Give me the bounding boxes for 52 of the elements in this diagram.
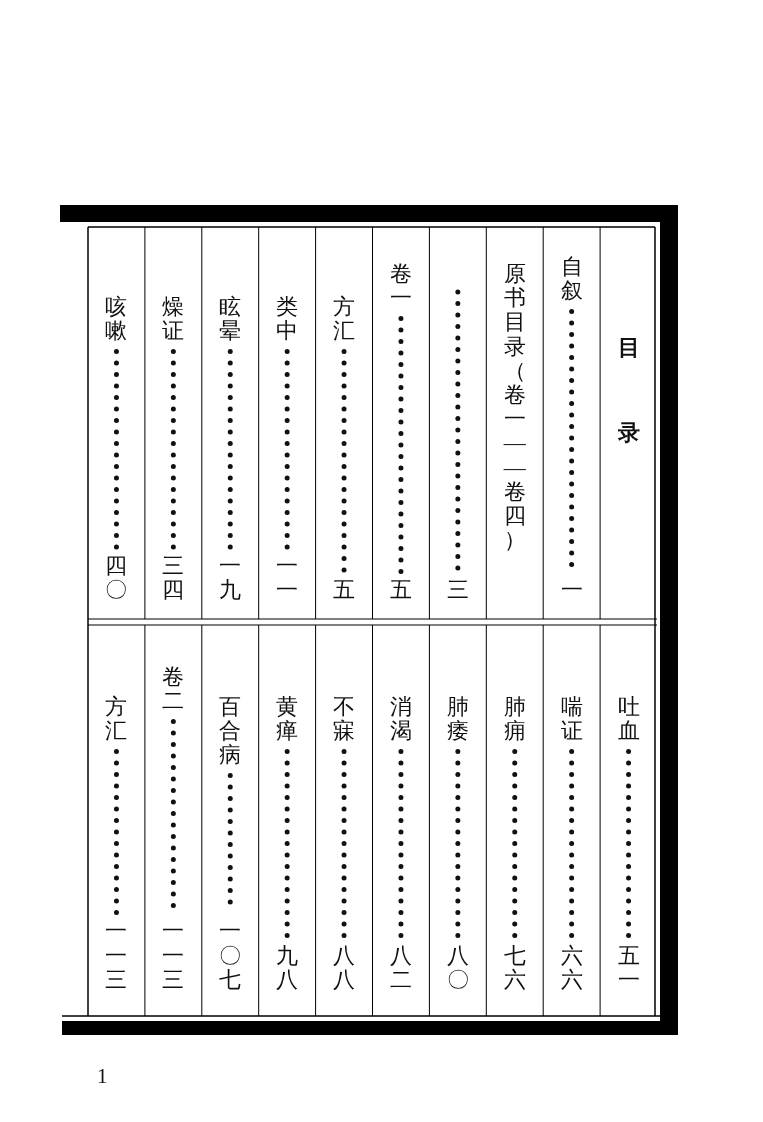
entry-title: 咳嗽	[105, 295, 128, 344]
page-number: 三四	[162, 553, 185, 602]
dot-leader	[113, 748, 119, 916]
page-number: 八八	[333, 943, 356, 992]
page-number: 九八	[276, 943, 299, 992]
entry-title: 自叙	[560, 255, 583, 304]
dot-leader	[341, 348, 347, 575]
entry-title: 肺痿	[446, 695, 469, 744]
dot-leader	[113, 348, 119, 551]
page-number: 五	[333, 577, 356, 602]
entry-title: 眩晕	[219, 295, 242, 344]
entry-title: 不寐	[333, 695, 356, 744]
entry-title: 黄瘅	[276, 695, 299, 744]
dot-leader	[227, 348, 233, 551]
dot-leader	[569, 748, 575, 941]
dot-leader	[398, 315, 404, 575]
dot-leader	[284, 748, 290, 941]
page-number: 一一三	[105, 919, 128, 992]
dot-leader	[626, 748, 632, 941]
entry-title: 肺痈	[503, 695, 526, 744]
page-number: 五一	[617, 943, 640, 992]
dot-leader	[170, 348, 176, 551]
entry-title: 喘证	[560, 695, 583, 744]
page-number: 六六	[560, 943, 583, 992]
page-number: 一一三	[162, 919, 185, 992]
page-number: 五	[389, 577, 412, 602]
dot-leader	[398, 748, 404, 941]
entry-title: 原书目录（卷一——卷四）	[503, 262, 526, 553]
page-number: 八〇	[446, 943, 469, 992]
entry-title: 消渴	[389, 695, 412, 744]
dot-leader	[512, 748, 518, 941]
dot-leader	[284, 348, 290, 551]
entry-title: 方汇	[105, 695, 128, 744]
entry-title: 燥证	[162, 295, 185, 344]
page-title: 目录	[617, 334, 640, 447]
page-number: 一九	[219, 553, 242, 602]
entry-title: 吐血	[617, 695, 640, 744]
page-number: 一〇七	[219, 919, 242, 992]
entry-title: 类中	[276, 295, 299, 344]
entry-title: 卷一	[389, 262, 412, 311]
page-number: 三	[446, 577, 469, 602]
page-number: 一一	[276, 553, 299, 602]
folio-number: 1	[97, 1064, 108, 1089]
dot-leader	[341, 748, 347, 941]
page-number: 八二	[389, 943, 412, 992]
entry-title: 方汇	[333, 295, 356, 344]
page-number: 一	[560, 577, 583, 602]
entry-title: 卷二	[162, 665, 185, 714]
dot-leader	[455, 748, 461, 941]
page-number: 四〇	[105, 553, 128, 602]
page-number: 七六	[503, 943, 526, 992]
entry-title: 百合病	[219, 695, 242, 768]
